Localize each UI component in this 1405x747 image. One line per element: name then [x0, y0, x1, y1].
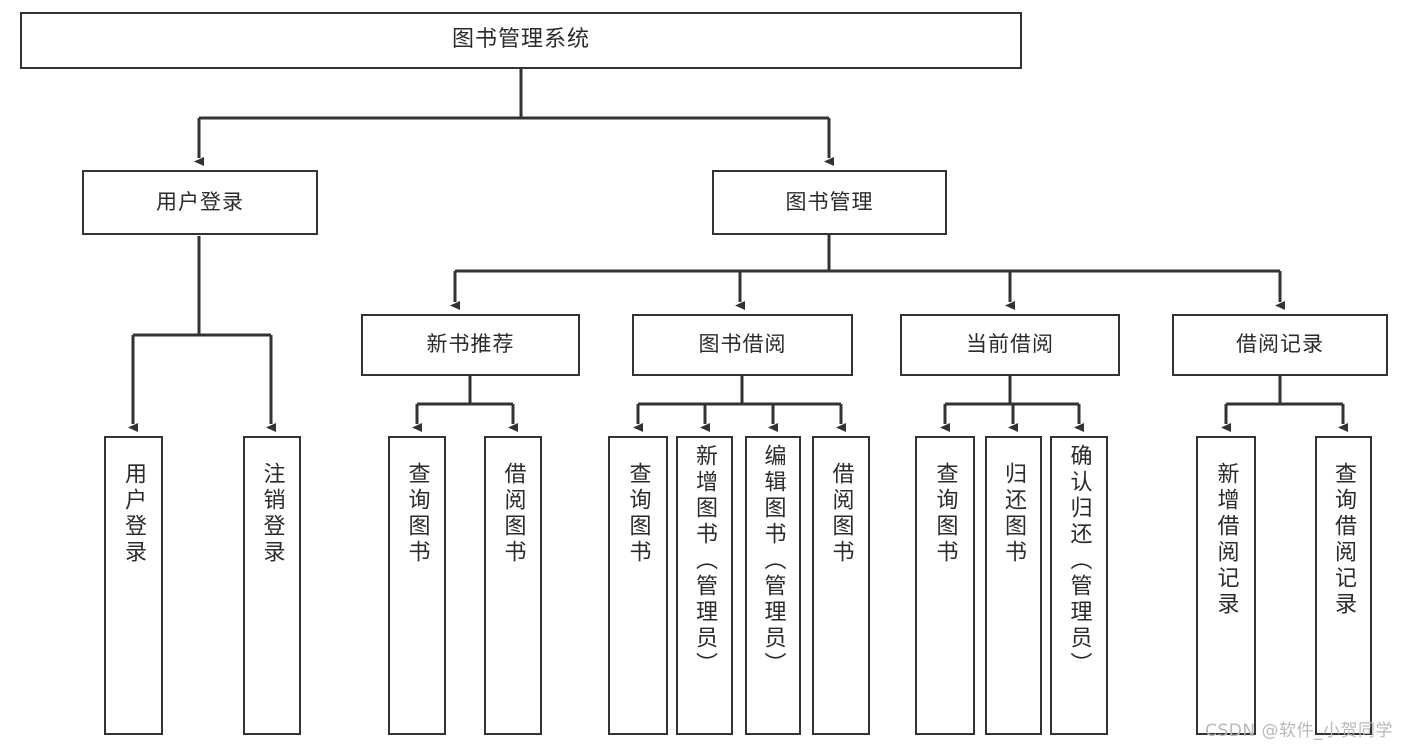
node-root[interactable]: 图书管理系统	[20, 12, 1022, 69]
watermark: CSDN @软件_小贺同学	[1205, 721, 1393, 741]
node-current-borrow-label: 当前借阅	[966, 332, 1054, 357]
leaf-current-confirm-return-admin[interactable]: 确认归还（管理员）	[1050, 436, 1108, 735]
node-new-book-recommend-label: 新书推荐	[426, 332, 515, 357]
node-book-borrow[interactable]: 图书借阅	[632, 314, 853, 376]
node-new-book-recommend[interactable]: 新书推荐	[361, 314, 580, 376]
leaf-logout-login[interactable]: 注销登录	[243, 436, 301, 735]
leaf-current-return-book-label: 归还图书	[1001, 462, 1027, 566]
leaf-record-query-record[interactable]: 查询借阅记录	[1315, 436, 1372, 735]
leaf-borrow-edit-book-admin-label: 编辑图书（管理员）	[760, 444, 786, 678]
leaf-current-confirm-return-admin-label: 确认归还（管理员）	[1066, 444, 1092, 678]
node-borrow-record[interactable]: 借阅记录	[1172, 314, 1388, 376]
leaf-borrow-query-book-label: 查询图书	[625, 462, 651, 566]
leaf-current-query-book-label: 查询图书	[932, 462, 958, 566]
leaf-record-add-record-label: 新增借阅记录	[1213, 462, 1239, 618]
node-book-borrow-label: 图书借阅	[698, 332, 787, 357]
leaf-user-login[interactable]: 用户登录	[104, 436, 163, 735]
node-book-management[interactable]: 图书管理	[712, 170, 947, 235]
node-borrow-record-label: 借阅记录	[1236, 332, 1324, 357]
leaf-record-add-record[interactable]: 新增借阅记录	[1196, 436, 1256, 735]
node-user-login[interactable]: 用户登录	[82, 170, 318, 235]
node-book-management-label: 图书管理	[785, 189, 874, 214]
leaf-borrow-borrow-book-label: 借阅图书	[828, 462, 854, 566]
leaf-logout-login-label: 注销登录	[259, 462, 285, 566]
leaf-user-login-label: 用户登录	[121, 462, 147, 566]
node-current-borrow[interactable]: 当前借阅	[900, 314, 1120, 376]
leaf-current-query-book[interactable]: 查询图书	[915, 436, 975, 735]
node-root-label: 图书管理系统	[451, 27, 590, 53]
leaf-newbook-borrow-book-label: 借阅图书	[500, 462, 526, 566]
leaf-newbook-query-book-label: 查询图书	[404, 462, 430, 566]
leaf-borrow-borrow-book[interactable]: 借阅图书	[812, 436, 870, 735]
leaf-borrow-query-book[interactable]: 查询图书	[608, 436, 668, 735]
leaf-borrow-add-book-admin-label: 新增图书（管理员）	[692, 444, 718, 678]
leaf-current-return-book[interactable]: 归还图书	[985, 436, 1042, 735]
leaf-newbook-borrow-book[interactable]: 借阅图书	[484, 436, 542, 735]
leaf-borrow-add-book-admin[interactable]: 新增图书（管理员）	[676, 436, 733, 735]
leaf-borrow-edit-book-admin[interactable]: 编辑图书（管理员）	[745, 436, 801, 735]
leaf-record-query-record-label: 查询借阅记录	[1331, 462, 1357, 618]
node-user-login-label: 用户登录	[156, 189, 244, 214]
leaf-newbook-query-book[interactable]: 查询图书	[388, 436, 446, 735]
